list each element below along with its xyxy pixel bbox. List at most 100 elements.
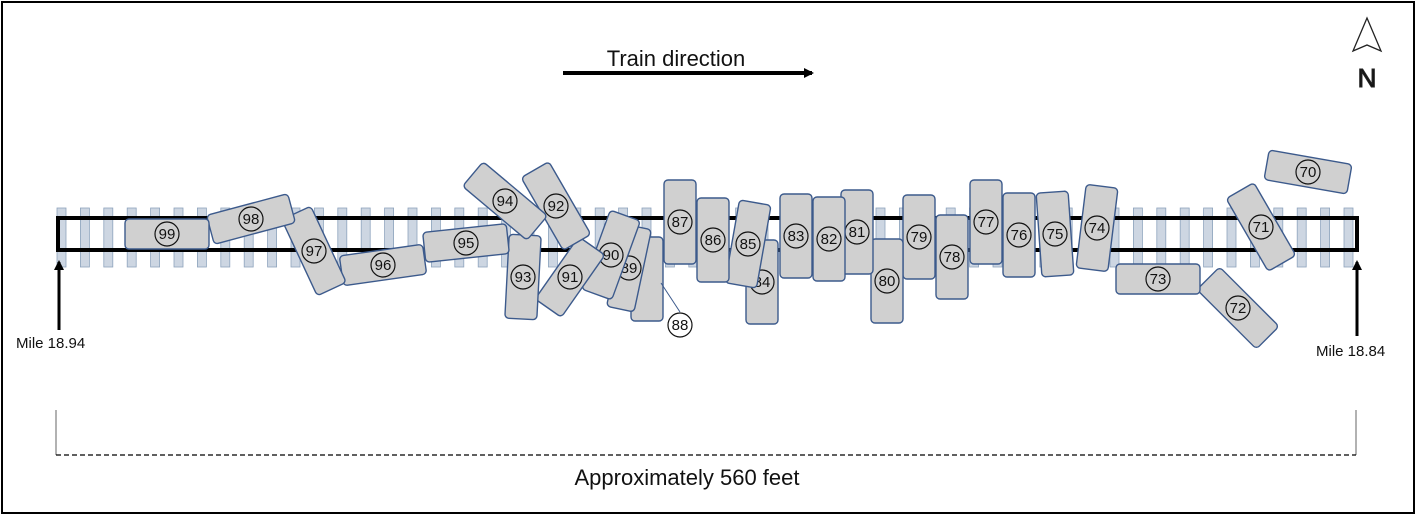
car-number-label: 86 — [705, 232, 722, 249]
car-number-circle — [906, 224, 932, 250]
train-direction: Train direction — [563, 46, 814, 78]
rail-car-body — [463, 162, 547, 240]
car-number-label: 99 — [159, 226, 176, 243]
rail-car-80 — [870, 238, 904, 324]
car-number-label: 90 — [603, 247, 620, 264]
car-number-circle — [238, 206, 264, 232]
north-label: N — [1358, 63, 1377, 93]
car-number-circle — [510, 264, 536, 290]
rail-car-86 — [696, 197, 730, 283]
car-number-label: 74 — [1089, 220, 1106, 237]
railroad-tie — [103, 207, 114, 268]
rail-car-body — [206, 193, 296, 245]
car-number-circle — [453, 230, 479, 256]
car-number-circle — [1248, 214, 1274, 240]
rail-car-body — [1197, 267, 1279, 349]
rail-car-87 — [663, 179, 697, 265]
rail-car-body — [779, 193, 813, 279]
rail-car-body — [1035, 190, 1075, 278]
car-number-label: 94 — [497, 193, 514, 210]
car-88-leader-line — [660, 282, 681, 313]
car-number-label: 77 — [978, 214, 995, 231]
rail-car-body — [969, 179, 1003, 265]
rail-car-83 — [779, 193, 813, 279]
car-number-label: 98 — [243, 211, 260, 228]
car-number-label: 78 — [944, 249, 961, 266]
milepost-west: Mile 18.94 — [16, 260, 85, 352]
rail-car-91 — [535, 237, 605, 317]
rail-car-body — [1115, 263, 1201, 295]
car-number-label: 80 — [879, 273, 896, 290]
car-number-circle — [816, 226, 842, 252]
car-number-circle — [973, 209, 999, 235]
rail-car-73 — [1115, 263, 1201, 295]
rail-car-99 — [124, 218, 210, 250]
rail-car-97 — [282, 206, 346, 296]
car-number-label: 92 — [548, 198, 565, 215]
car-number-circle — [735, 231, 761, 257]
car-number-label: 91 — [562, 269, 579, 286]
car-number-label: 72 — [1230, 300, 1247, 317]
car-number-circle — [700, 227, 726, 253]
rail-car-body — [124, 218, 210, 250]
rail-car-72 — [1197, 267, 1279, 349]
car-number-circle — [1042, 221, 1068, 247]
rail-car-85 — [724, 199, 772, 289]
rail-car-77 — [969, 179, 1003, 265]
rail-car-body — [870, 238, 904, 324]
rail-car-body — [902, 194, 936, 280]
rail-car-body — [1075, 184, 1119, 272]
rail-car-body — [1002, 192, 1036, 278]
rail-car-body — [724, 199, 772, 289]
rail-car-82 — [812, 196, 846, 282]
car-number-circle — [1145, 266, 1171, 292]
car-number-circle — [1006, 222, 1032, 248]
car-number-label: 83 — [788, 228, 805, 245]
north-arrow-icon: N — [1351, 16, 1383, 94]
car-number-circle — [939, 244, 965, 270]
car-number-circle — [874, 268, 900, 294]
milepost-west-label: Mile 18.94 — [16, 335, 85, 352]
rail-cars: 7071727374757677787980818283848586878889… — [124, 149, 1353, 349]
car-number-circle — [301, 238, 327, 264]
car-number-label: 88 — [672, 317, 689, 334]
car-number-label: 79 — [911, 229, 928, 246]
rail-car-body — [1226, 183, 1296, 271]
car-number-circle — [1295, 159, 1321, 185]
car-number-label: 93 — [515, 269, 532, 286]
car-number-circle — [543, 193, 569, 219]
rail-car-79 — [902, 194, 936, 280]
railroad-tie — [1203, 207, 1213, 268]
car-number-label: 82 — [821, 231, 838, 248]
car-number-label: 97 — [306, 243, 323, 260]
car-number-circle — [1084, 215, 1110, 241]
car-number-circle — [783, 223, 809, 249]
rail-car-71 — [1226, 183, 1296, 271]
railroad-tie — [80, 207, 90, 268]
rail-car-body — [282, 206, 346, 296]
car-number-label: 71 — [1253, 219, 1270, 236]
car-number-circle — [1225, 295, 1251, 321]
car-number-label: 95 — [458, 235, 475, 252]
rail-car-body — [696, 197, 730, 283]
rail-car-body — [935, 214, 969, 300]
milepost-east: Mile 18.84 — [1316, 260, 1385, 360]
distance-bracket: Approximately 560 feet — [55, 410, 1357, 490]
rail-car-98 — [206, 193, 296, 245]
car-number-circle — [492, 188, 518, 214]
car-number-circle — [154, 221, 180, 247]
car-number-label: 81 — [849, 224, 866, 241]
car-number-label: 87 — [672, 214, 689, 231]
car-number-circle — [667, 209, 693, 235]
car-number-label: 75 — [1047, 226, 1064, 243]
car-number-circle — [370, 252, 396, 278]
milepost-east-label: Mile 18.84 — [1316, 343, 1385, 360]
rail-car-body — [422, 223, 510, 263]
rail-car-74 — [1075, 184, 1119, 272]
rail-car-95 — [422, 223, 510, 263]
car-number-label: 76 — [1011, 227, 1028, 244]
rail-car-body — [1263, 149, 1353, 195]
rail-car-body — [812, 196, 846, 282]
railroad-tie — [1343, 207, 1354, 268]
